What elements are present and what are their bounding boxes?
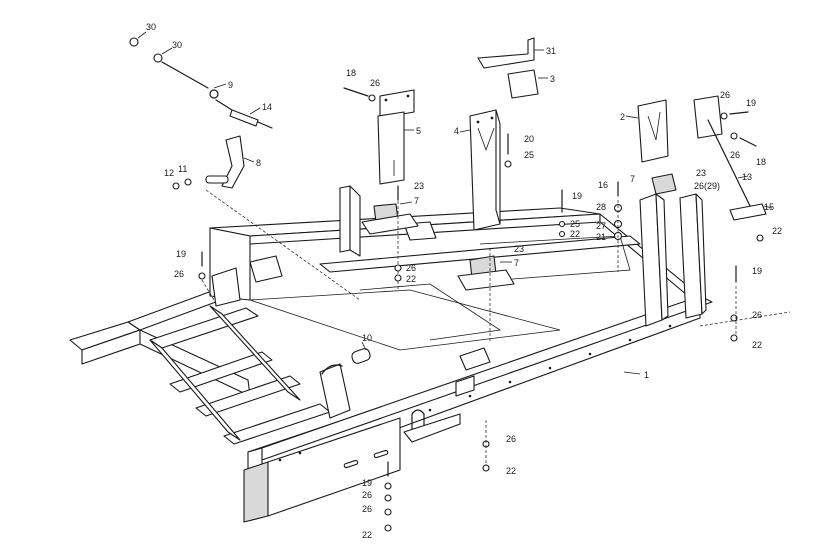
callout-3: 3 (550, 74, 555, 84)
callout-19-right-top: 19 (746, 98, 756, 108)
callout-26-right-top: 26 (720, 90, 730, 100)
callout-19-right: 19 (752, 266, 762, 276)
callout-26-right-low: 26 (752, 310, 762, 320)
callout-13: 13 (742, 172, 752, 182)
callout-27: 27 (596, 221, 606, 231)
callout-22-right-top: 22 (772, 226, 782, 236)
callout-22-bottom-left: 22 (362, 530, 372, 540)
callout-20: 20 (524, 134, 534, 144)
callout-19-center: 19 (572, 191, 582, 201)
hole-row (278, 324, 672, 462)
callout-labels: 30 30 9 14 8 11 12 18 26 5 23 7 26 22 31… (146, 22, 782, 540)
callout-14: 14 (262, 102, 272, 112)
callout-26-left: 26 (370, 78, 380, 88)
callout-12: 12 (164, 168, 174, 178)
leader-lines (137, 31, 773, 375)
callout-22-bottom: 22 (506, 466, 516, 476)
callout-26-bottom-b: 26 (362, 504, 372, 514)
callout-23-center: 23 (514, 244, 524, 254)
callout-1: 1 (644, 370, 649, 380)
callout-18-left: 18 (346, 68, 356, 78)
callout-2: 2 (620, 112, 625, 122)
callout-19-bottom: 19 (362, 478, 372, 488)
callout-11: 11 (178, 164, 187, 174)
callout-21: 21 (596, 232, 606, 242)
upright-brackets (211, 109, 707, 419)
callout-28: 28 (596, 202, 606, 212)
callout-5: 5 (416, 126, 421, 136)
callout-4: 4 (454, 126, 459, 136)
callout-7-right: 7 (630, 174, 635, 184)
callout-25-center: 25 (570, 219, 580, 229)
callout-22-right-low: 22 (752, 340, 762, 350)
callout-26-mid: 26 (406, 263, 416, 273)
callout-16: 16 (598, 180, 608, 190)
callout-30-top: 30 (146, 22, 156, 32)
callout-26-bottom-a: 26 (362, 490, 372, 500)
callout-19-left: 19 (176, 249, 186, 259)
callout-26-far-left: 26 (174, 269, 184, 279)
callout-22-mid: 22 (406, 274, 416, 284)
callout-31: 31 (546, 46, 556, 56)
callout-18-right: 18 (756, 157, 766, 167)
callout-10: 10 (362, 333, 372, 343)
callout-23-left: 23 (414, 181, 424, 191)
callout-7-left: 7 (414, 196, 419, 206)
exploded-parts (129, 37, 791, 532)
callout-26-right-mid: 26 (730, 150, 740, 160)
callout-26-29: 26(29) (694, 181, 720, 191)
callout-26-bottom: 26 (506, 434, 516, 444)
callout-23-right: 23 (696, 168, 706, 178)
main-frame (69, 207, 713, 523)
callout-9: 9 (228, 80, 233, 90)
callout-30-second: 30 (172, 40, 182, 50)
callout-25-top: 25 (524, 150, 534, 160)
callout-22-center: 22 (570, 229, 580, 239)
callout-7-center: 7 (514, 258, 519, 268)
callout-15: 15 (764, 202, 774, 212)
callout-8: 8 (256, 158, 261, 168)
